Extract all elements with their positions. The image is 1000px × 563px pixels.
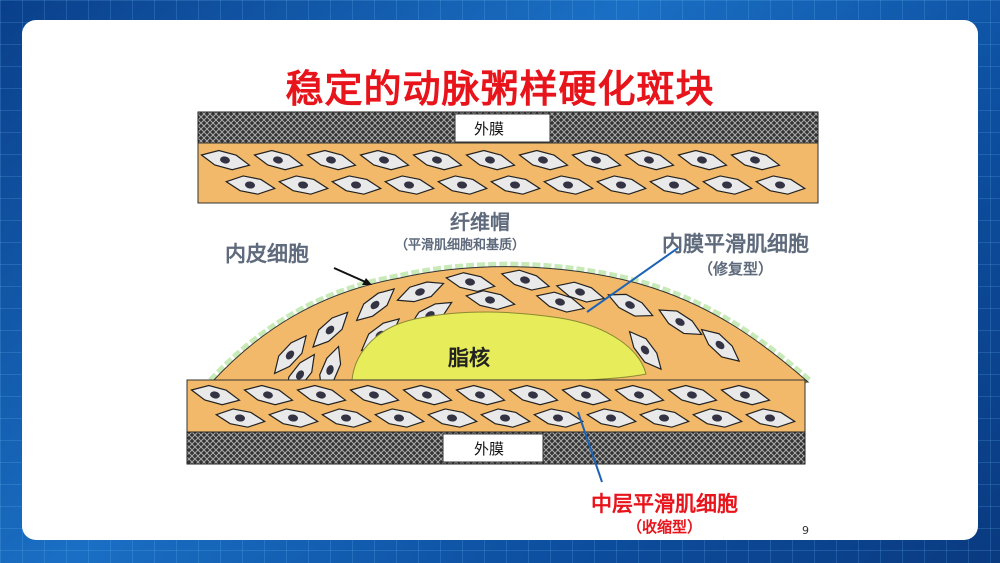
smc-cell bbox=[555, 281, 606, 303]
smc-cell bbox=[402, 384, 453, 406]
smc-cell bbox=[273, 334, 307, 375]
smc-cell bbox=[561, 384, 612, 406]
medial-smc-note: （收缩型） bbox=[627, 518, 703, 536]
smc-cell bbox=[479, 408, 532, 428]
smc-cell bbox=[648, 175, 701, 195]
bottom-smc-cells bbox=[190, 384, 797, 428]
smc-cell bbox=[445, 272, 496, 293]
smc-cell bbox=[638, 408, 691, 428]
endothelial-cells-label: 内皮细胞 bbox=[225, 242, 309, 266]
top-media bbox=[197, 142, 819, 204]
intimal-smc-note: （修复型） bbox=[698, 260, 774, 278]
smc-cell bbox=[624, 149, 675, 171]
smc-cell bbox=[571, 149, 622, 171]
smc-cell bbox=[744, 408, 797, 428]
smc-cell bbox=[535, 291, 586, 313]
smc-cell bbox=[426, 408, 479, 428]
smc-cell bbox=[667, 384, 718, 406]
endothelium-arrow bbox=[333, 267, 371, 285]
medial-smc-label: 中层平滑肌细胞 bbox=[591, 492, 738, 516]
smc-cell bbox=[383, 175, 436, 195]
smc-cell bbox=[243, 384, 294, 406]
smc-cell bbox=[595, 175, 648, 195]
smc-cell bbox=[455, 384, 506, 406]
medial-smc-pointer bbox=[577, 411, 603, 483]
page-number: 9 bbox=[802, 524, 809, 537]
smc-cell bbox=[320, 408, 373, 428]
smc-cell bbox=[730, 149, 781, 171]
smc-cell bbox=[677, 149, 728, 171]
smc-cell bbox=[277, 175, 330, 195]
smc-cell bbox=[489, 175, 542, 195]
smc-cell bbox=[614, 384, 665, 406]
slide-title: 稳定的动脉粥样硬化斑块 bbox=[285, 67, 715, 111]
smc-cell bbox=[190, 384, 241, 406]
top-smc-cells bbox=[200, 149, 807, 195]
smc-cell bbox=[754, 175, 807, 195]
top-adventitia-label-box bbox=[454, 113, 551, 143]
smc-cell bbox=[606, 293, 654, 317]
smc-cell bbox=[200, 149, 251, 171]
smc-cell bbox=[396, 281, 445, 303]
smc-cell bbox=[720, 384, 771, 406]
smc-cell bbox=[349, 384, 400, 406]
smc-cell bbox=[373, 408, 426, 428]
smc-cell bbox=[700, 328, 741, 362]
fibrous-cap-label: 纤维帽 bbox=[450, 210, 510, 234]
intimal-smc-pointer bbox=[586, 247, 679, 313]
fibrous-cap-note: （平滑肌细胞和基质） bbox=[395, 238, 526, 253]
lipid-core-label: 脂核 bbox=[448, 346, 490, 370]
smc-cell bbox=[214, 408, 267, 428]
smc-cell bbox=[296, 384, 347, 406]
smc-cell bbox=[436, 175, 489, 195]
intimal-smc-label: 内膜平滑肌细胞 bbox=[662, 232, 809, 256]
smc-cell bbox=[585, 408, 638, 428]
smc-cell bbox=[508, 384, 559, 406]
smc-cell bbox=[542, 175, 595, 195]
smc-cell bbox=[253, 149, 304, 171]
smc-cell bbox=[267, 408, 320, 428]
smc-cell bbox=[658, 309, 703, 336]
smc-cell bbox=[701, 175, 754, 195]
bottom-adventitia-label-box bbox=[442, 433, 544, 463]
smc-cell bbox=[312, 311, 349, 348]
smc-cell bbox=[465, 290, 516, 311]
smc-cell bbox=[628, 330, 662, 371]
smc-cell bbox=[330, 175, 383, 195]
adventitia-bottom-label: 外膜 bbox=[474, 440, 505, 458]
smc-cell bbox=[691, 408, 744, 428]
smc-cell bbox=[224, 175, 277, 195]
smc-cell bbox=[306, 149, 357, 171]
smc-cell bbox=[465, 149, 516, 171]
smc-cell bbox=[412, 149, 463, 171]
arrow-head-icon bbox=[362, 278, 372, 285]
smc-cell bbox=[359, 149, 410, 171]
smc-cell bbox=[355, 288, 396, 322]
smc-cell bbox=[518, 149, 569, 171]
smc-cell bbox=[500, 269, 551, 291]
smc-cell bbox=[532, 408, 585, 428]
adventitia-top-label: 外膜 bbox=[474, 120, 505, 138]
